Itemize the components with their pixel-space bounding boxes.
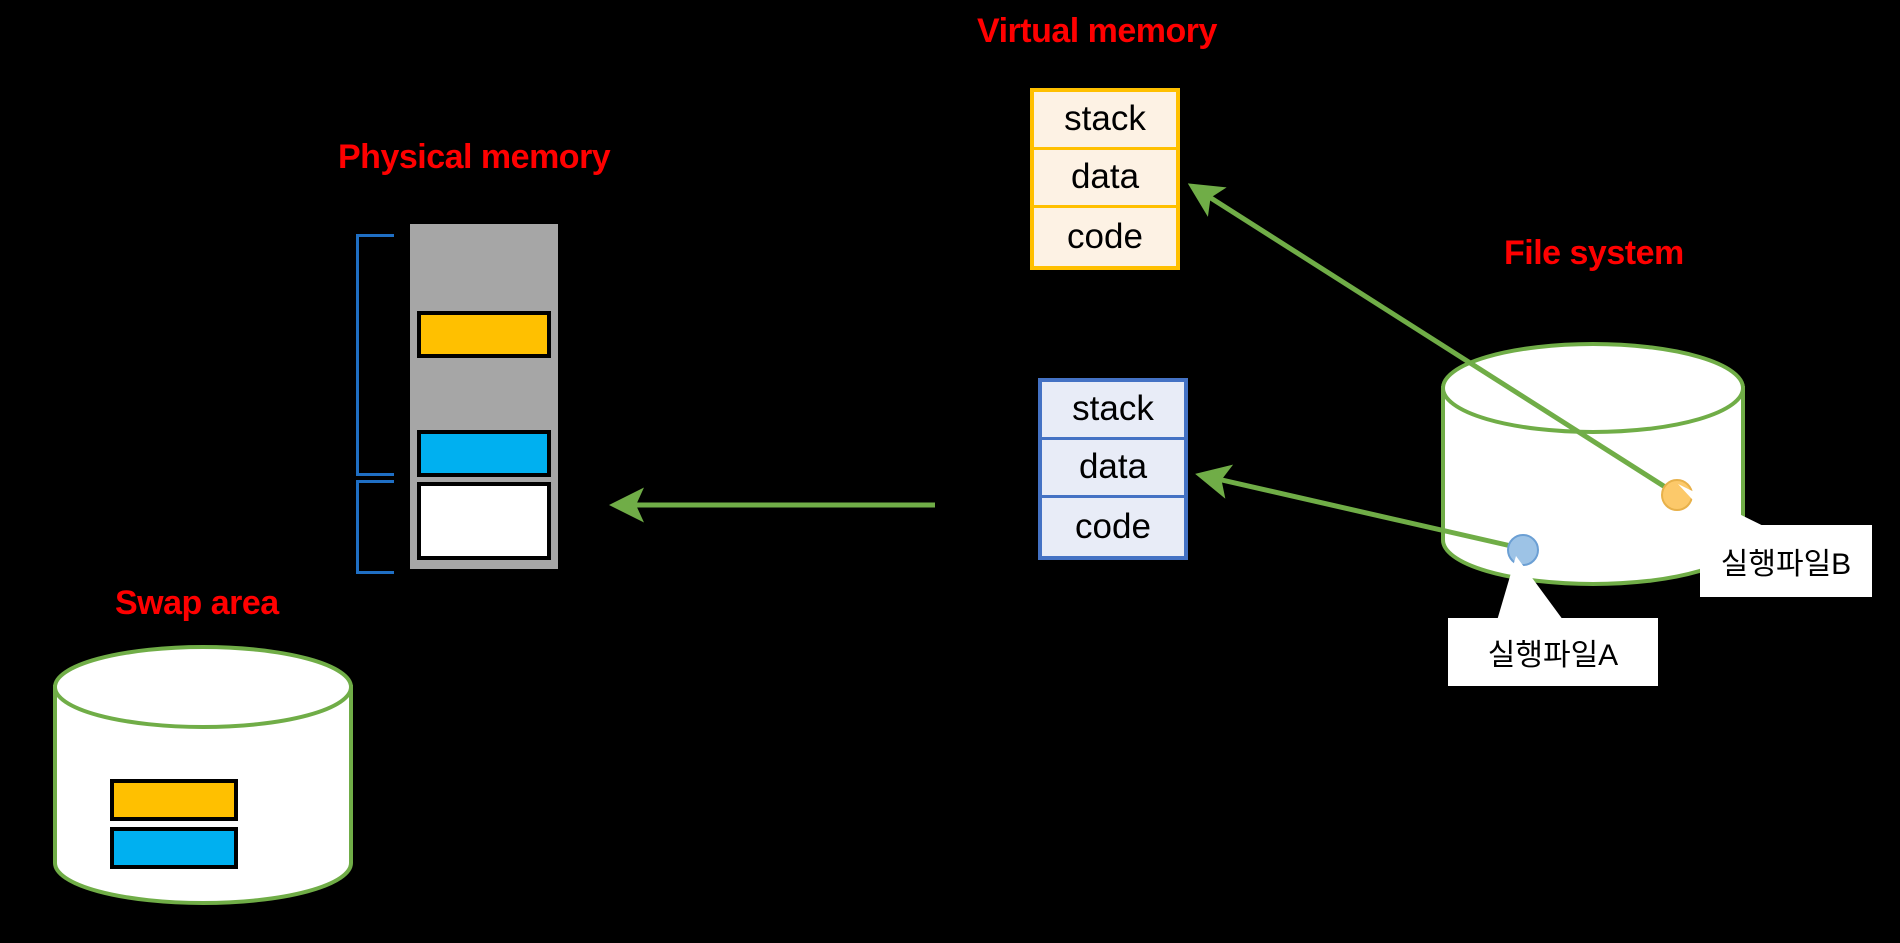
arrow-fileB-to-process-a [1187, 183, 1675, 495]
swap-page-blue [110, 827, 238, 869]
callout-a-pointer [1496, 556, 1566, 624]
virtual-memory-process-b: stack data code [1038, 378, 1188, 560]
file-system-title: File system [1504, 234, 1684, 272]
virtual-memory-process-a: stack data code [1030, 88, 1180, 270]
vm-a-segment-stack: stack [1034, 92, 1176, 150]
virtual-memory-title: Virtual memory [977, 12, 1217, 50]
vm-b-segment-data: data [1042, 439, 1184, 498]
physical-memory-bracket-upper [356, 234, 394, 476]
callout-file-a: 실행파일A [1448, 618, 1658, 686]
arrow-fileA-to-process-b [1195, 464, 1521, 551]
callout-file-b: 실행파일B [1700, 525, 1872, 597]
physical-frame-orange [417, 311, 551, 358]
file-a-dot-icon [1507, 534, 1539, 566]
vm-a-segment-data: data [1034, 149, 1176, 208]
swap-area-title: Swap area [115, 584, 279, 622]
physical-frame-free [417, 482, 551, 560]
physical-frame-blue [417, 430, 551, 477]
swap-page-orange [110, 779, 238, 821]
vm-b-segment-code: code [1042, 497, 1184, 556]
vm-b-segment-stack: stack [1042, 382, 1184, 440]
physical-memory-bracket-lower [356, 480, 394, 574]
vm-a-segment-code: code [1034, 207, 1176, 266]
physical-memory-title: Physical memory [338, 138, 611, 176]
